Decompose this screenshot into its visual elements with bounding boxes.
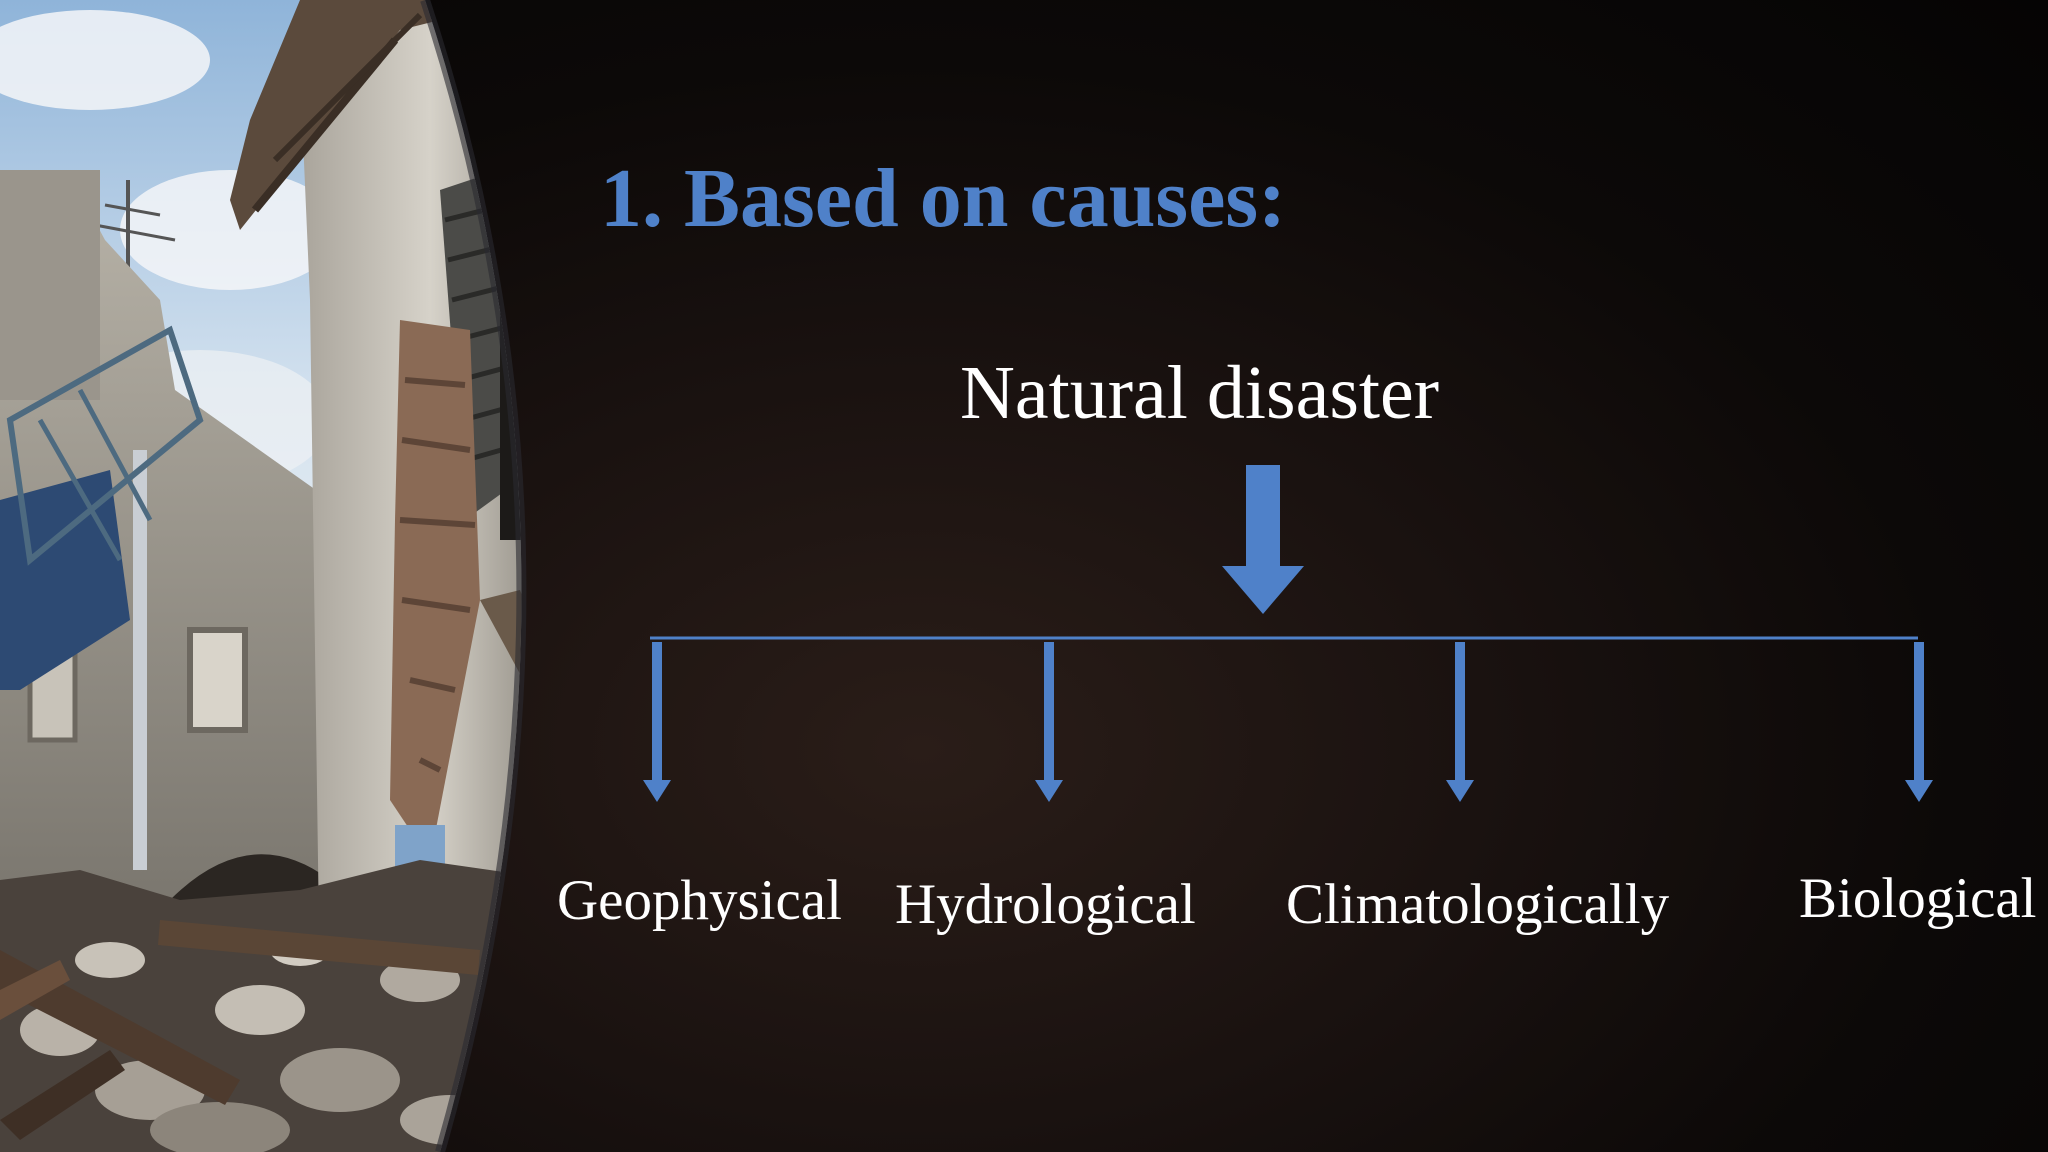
branch-arrow-biological bbox=[1905, 642, 1933, 802]
branch-arrow-hydrological bbox=[1035, 642, 1063, 802]
branch-arrow-geophysical bbox=[643, 642, 671, 802]
root-node-label: Natural disaster bbox=[960, 351, 1440, 435]
main-down-arrow bbox=[1222, 465, 1304, 614]
category-biological: Biological bbox=[1799, 867, 2037, 930]
slide-title: 1. Based on causes: bbox=[600, 152, 1287, 245]
category-hydrological: Hydrological bbox=[895, 873, 1196, 936]
category-climatologically: Climatologically bbox=[1286, 873, 1670, 936]
category-geophysical: Geophysical bbox=[557, 869, 842, 932]
branch-arrow-climatologically bbox=[1446, 642, 1474, 802]
